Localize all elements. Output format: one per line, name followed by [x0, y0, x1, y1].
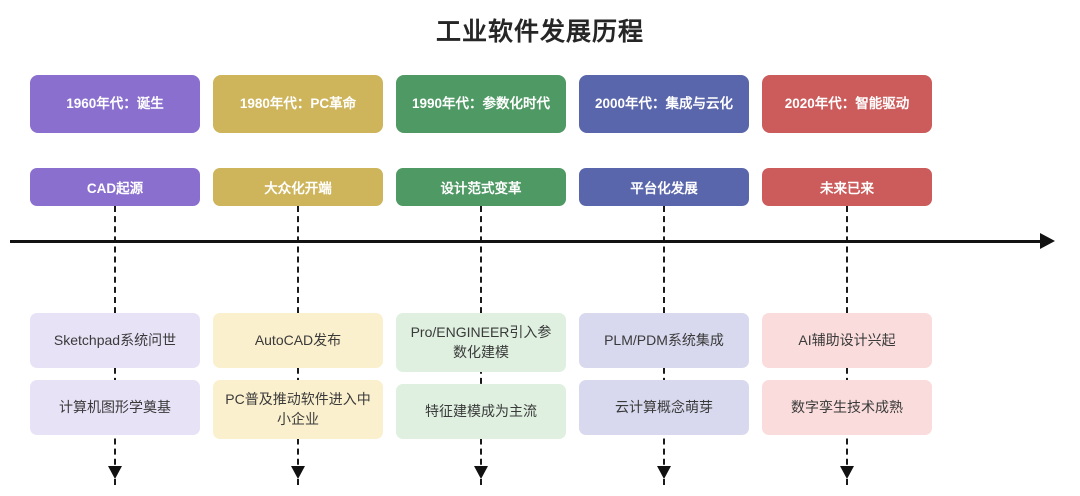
- era-card-list: Pro/ENGINEER引入参数化建模 特征建模成为主流: [396, 313, 566, 451]
- dashed-connector-arrow-icon: [108, 466, 122, 479]
- dashed-connector-arrow-icon: [291, 466, 305, 479]
- era-card-label: Pro/ENGINEER引入参数化建模: [410, 324, 552, 361]
- era-card[interactable]: AutoCAD发布: [213, 313, 383, 368]
- era-card-list: AI辅助设计兴起 数字孪生技术成熟: [762, 313, 932, 447]
- dashed-connector-arrow-icon: [474, 466, 488, 479]
- era-column-2000s: 2000年代：集成与云化 平台化发展 PLM/PDM系统集成 云计算概念萌芽: [579, 0, 749, 496]
- era-card-label: AI辅助设计兴起: [798, 332, 896, 349]
- era-column-2020s: 2020年代：智能驱动 未来已来 AI辅助设计兴起 数字孪生技术成熟: [762, 0, 932, 496]
- era-card[interactable]: 数字孪生技术成熟: [762, 380, 932, 435]
- timeline-axis-line: [10, 240, 1045, 243]
- era-card[interactable]: Pro/ENGINEER引入参数化建模: [396, 313, 566, 372]
- era-chip-box[interactable]: CAD起源: [30, 168, 200, 206]
- era-chip-box[interactable]: 设计范式变革: [396, 168, 566, 206]
- era-chip-label: 平台化发展: [630, 181, 698, 196]
- era-header-box[interactable]: 1990年代：参数化时代: [396, 75, 566, 133]
- era-header-box[interactable]: 1980年代：PC革命: [213, 75, 383, 133]
- page-title: 工业软件发展历程: [435, 18, 644, 46]
- era-card-label: AutoCAD发布: [254, 332, 342, 349]
- era-header-label: 1980年代：PC革命: [239, 95, 357, 111]
- era-card[interactable]: PLM/PDM系统集成: [579, 313, 749, 368]
- dashed-connector-arrow-icon: [657, 466, 671, 479]
- era-card-list: PLM/PDM系统集成 云计算概念萌芽: [579, 313, 749, 447]
- era-chip-box[interactable]: 未来已来: [762, 168, 932, 206]
- era-header-box[interactable]: 2000年代：集成与云化: [579, 75, 749, 133]
- era-card[interactable]: Sketchpad系统问世: [30, 313, 200, 368]
- era-header-box[interactable]: 2020年代：智能驱动: [762, 75, 932, 133]
- era-header-label: 1960年代：诞生: [66, 95, 164, 111]
- era-card-label: 计算机图形学奠基: [59, 399, 171, 416]
- era-card-label: 数字孪生技术成熟: [791, 399, 903, 416]
- era-card-label: Sketchpad系统问世: [53, 332, 177, 349]
- era-card[interactable]: 云计算概念萌芽: [579, 380, 749, 435]
- era-chip-label: 未来已来: [820, 181, 874, 196]
- era-card-label: PLM/PDM系统集成: [604, 332, 724, 349]
- era-card[interactable]: PC普及推动软件进入中小企业: [213, 380, 383, 439]
- dashed-connector-arrow-icon: [840, 466, 854, 479]
- era-card-label: 特征建模成为主流: [425, 402, 537, 419]
- era-column-1990s: 1990年代：参数化时代 设计范式变革 Pro/ENGINEER引入参数化建模 …: [396, 0, 566, 496]
- timeline-columns: 1960年代：诞生 CAD起源 Sketchpad系统问世 计算机图形学奠基 1…: [30, 0, 1050, 496]
- era-card-list: AutoCAD发布 PC普及推动软件进入中小企业: [213, 313, 383, 451]
- timeline-arrow-icon: [1040, 233, 1055, 249]
- era-card[interactable]: 计算机图形学奠基: [30, 380, 200, 435]
- era-card-label: PC普及推动软件进入中小企业: [225, 391, 371, 428]
- era-chip-box[interactable]: 平台化发展: [579, 168, 749, 206]
- era-chip-box[interactable]: 大众化开端: [213, 168, 383, 206]
- era-header-label: 1990年代：参数化时代: [411, 95, 551, 111]
- era-card[interactable]: 特征建模成为主流: [396, 383, 566, 439]
- era-card-label: 云计算概念萌芽: [615, 399, 713, 416]
- era-column-1980s: 1980年代：PC革命 大众化开端 AutoCAD发布 PC普及推动软件进入中小…: [213, 0, 383, 496]
- era-header-label: 2020年代：智能驱动: [784, 95, 910, 111]
- era-header-label: 2000年代：集成与云化: [594, 95, 734, 111]
- era-column-1960s: 1960年代：诞生 CAD起源 Sketchpad系统问世 计算机图形学奠基: [30, 0, 200, 496]
- era-chip-label: 大众化开端: [264, 181, 332, 196]
- era-chip-label: CAD起源: [86, 181, 144, 196]
- era-chip-label: 设计范式变革: [440, 181, 522, 196]
- era-header-box[interactable]: 1960年代：诞生: [30, 75, 200, 133]
- era-card[interactable]: AI辅助设计兴起: [762, 313, 932, 368]
- era-card-list: Sketchpad系统问世 计算机图形学奠基: [30, 313, 200, 447]
